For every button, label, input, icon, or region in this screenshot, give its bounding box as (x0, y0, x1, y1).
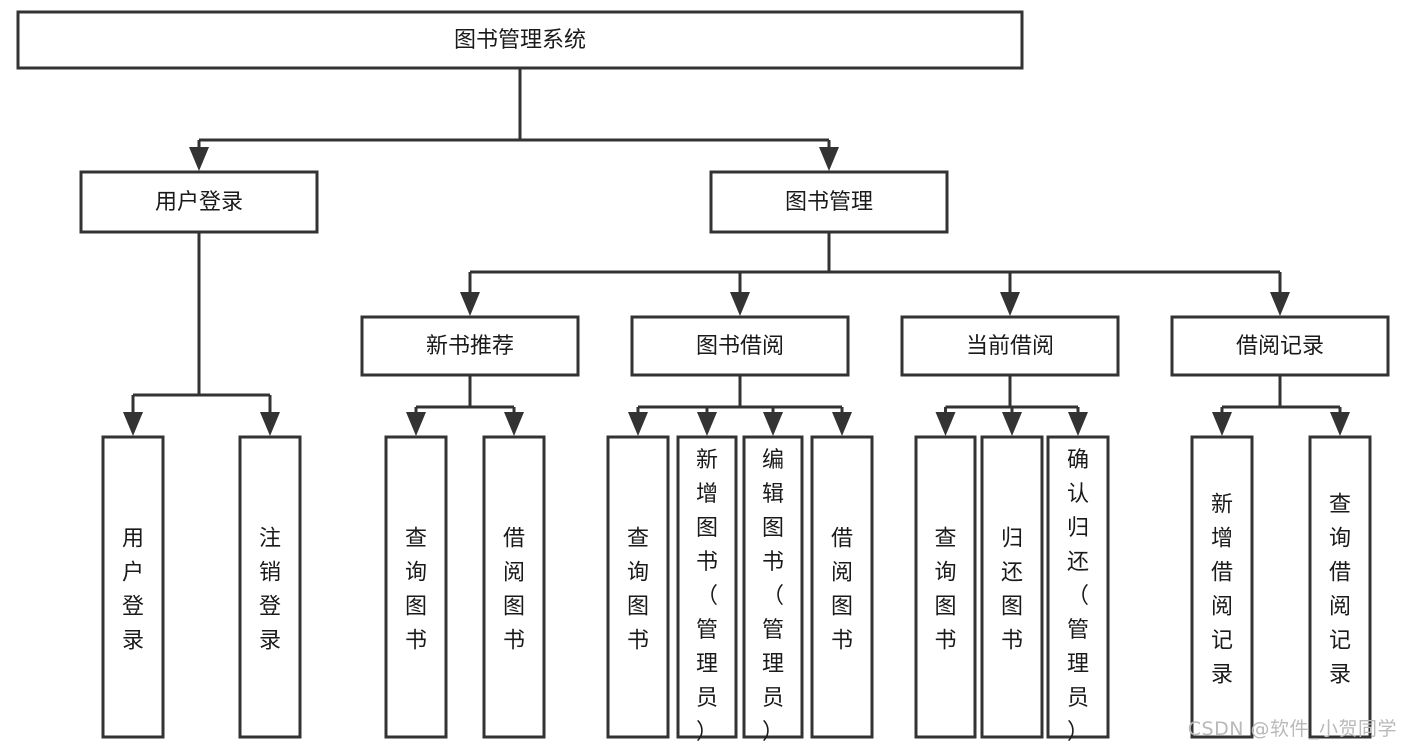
node-label-leaf-query-book-2: 查询图书 (627, 527, 649, 654)
node-leaf-add-book[interactable]: 新增图书（管理员） (676, 435, 738, 745)
node-box-book-manage (709, 170, 949, 234)
node-borrow-record[interactable]: 借阅记录 (1170, 315, 1390, 377)
node-box-leaf-query-book-3 (914, 435, 977, 739)
node-box-book-borrow (630, 315, 850, 377)
node-leaf-user-login[interactable]: 用户登录 (101, 435, 165, 739)
node-label-current-borrow: 当前借阅 (966, 334, 1054, 359)
connector-borrow-record (1212, 375, 1350, 436)
node-label-leaf-add-record: 新增借阅记录 (1211, 493, 1233, 688)
node-box-leaf-edit-book (742, 435, 804, 739)
csdn-watermark: CSDN @软件_小贺同学 (1187, 718, 1397, 740)
node-label-root: 图书管理系统 (454, 28, 586, 53)
node-leaf-return-book[interactable]: 归还图书 (980, 435, 1044, 739)
node-leaf-query-record[interactable]: 查询借阅记录 (1308, 435, 1372, 739)
node-label-leaf-query-record: 查询借阅记录 (1329, 493, 1351, 688)
node-leaf-query-book-2[interactable]: 查询图书 (606, 435, 670, 739)
node-new-book-rec[interactable]: 新书推荐 (360, 315, 580, 377)
connector-user-login (123, 232, 280, 436)
connector-book-borrow (628, 375, 852, 436)
node-label-leaf-return-book: 归还图书 (1001, 527, 1023, 654)
node-box-leaf-borrow-book-2 (810, 435, 874, 739)
node-leaf-borrow-book-1[interactable]: 借阅图书 (482, 435, 546, 739)
node-leaf-add-record[interactable]: 新增借阅记录 (1190, 435, 1254, 739)
node-box-borrow-record (1170, 315, 1390, 377)
node-label-leaf-logout: 注销登录 (259, 527, 281, 654)
node-leaf-query-book-1[interactable]: 查询图书 (384, 435, 448, 739)
node-box-leaf-confirm-return (1046, 435, 1110, 739)
node-layer: 图书管理系统用户登录图书管理新书推荐图书借阅当前借阅借阅记录用户登录注销登录查询… (16, 10, 1390, 745)
node-label-leaf-borrow-book-2: 借阅图书 (831, 527, 853, 654)
node-leaf-logout[interactable]: 注销登录 (238, 435, 302, 739)
node-label-leaf-user-login: 用户登录 (122, 527, 144, 654)
node-leaf-confirm-return[interactable]: 确认归还（管理员） (1046, 435, 1110, 745)
node-label-borrow-record: 借阅记录 (1236, 334, 1324, 359)
node-box-leaf-query-book-1 (384, 435, 448, 739)
node-label-leaf-edit-book: 编辑图书（管理员） (762, 448, 784, 745)
node-box-leaf-logout (238, 435, 302, 739)
connector-current-borrow (935, 375, 1088, 436)
node-book-borrow[interactable]: 图书借阅 (630, 315, 850, 377)
node-box-root (16, 10, 1024, 70)
node-label-leaf-borrow-book-1: 借阅图书 (503, 527, 525, 654)
node-box-new-book-rec (360, 315, 580, 377)
node-box-user-login (79, 170, 319, 234)
node-box-leaf-return-book (980, 435, 1044, 739)
node-label-leaf-add-book: 新增图书（管理员） (696, 448, 718, 745)
connector-root (189, 68, 839, 171)
node-box-leaf-add-book (676, 435, 738, 739)
node-book-manage[interactable]: 图书管理 (709, 170, 949, 234)
node-leaf-query-book-3[interactable]: 查询图书 (914, 435, 977, 739)
node-label-book-borrow: 图书借阅 (696, 334, 784, 359)
node-box-leaf-query-book-2 (606, 435, 670, 739)
node-leaf-borrow-book-2[interactable]: 借阅图书 (810, 435, 874, 739)
connector-book-manage (460, 232, 1290, 316)
connector-new-book-rec (406, 375, 524, 436)
node-label-new-book-rec: 新书推荐 (426, 334, 514, 359)
node-user-login[interactable]: 用户登录 (79, 170, 319, 234)
node-box-leaf-user-login (101, 435, 165, 739)
node-label-user-login: 用户登录 (155, 190, 243, 215)
node-label-leaf-query-book-3: 查询图书 (934, 527, 956, 654)
node-label-leaf-confirm-return: 确认归还（管理员） (1067, 448, 1089, 745)
node-label-leaf-query-book-1: 查询图书 (405, 527, 427, 654)
node-current-borrow[interactable]: 当前借阅 (900, 315, 1120, 377)
node-root[interactable]: 图书管理系统 (16, 10, 1024, 70)
node-label-book-manage: 图书管理 (785, 190, 873, 215)
node-box-leaf-add-record (1190, 435, 1254, 739)
node-box-leaf-query-record (1308, 435, 1372, 739)
connector-layer (123, 68, 1350, 436)
node-box-current-borrow (900, 315, 1120, 377)
node-leaf-edit-book[interactable]: 编辑图书（管理员） (742, 435, 804, 745)
node-box-leaf-borrow-book-1 (482, 435, 546, 739)
